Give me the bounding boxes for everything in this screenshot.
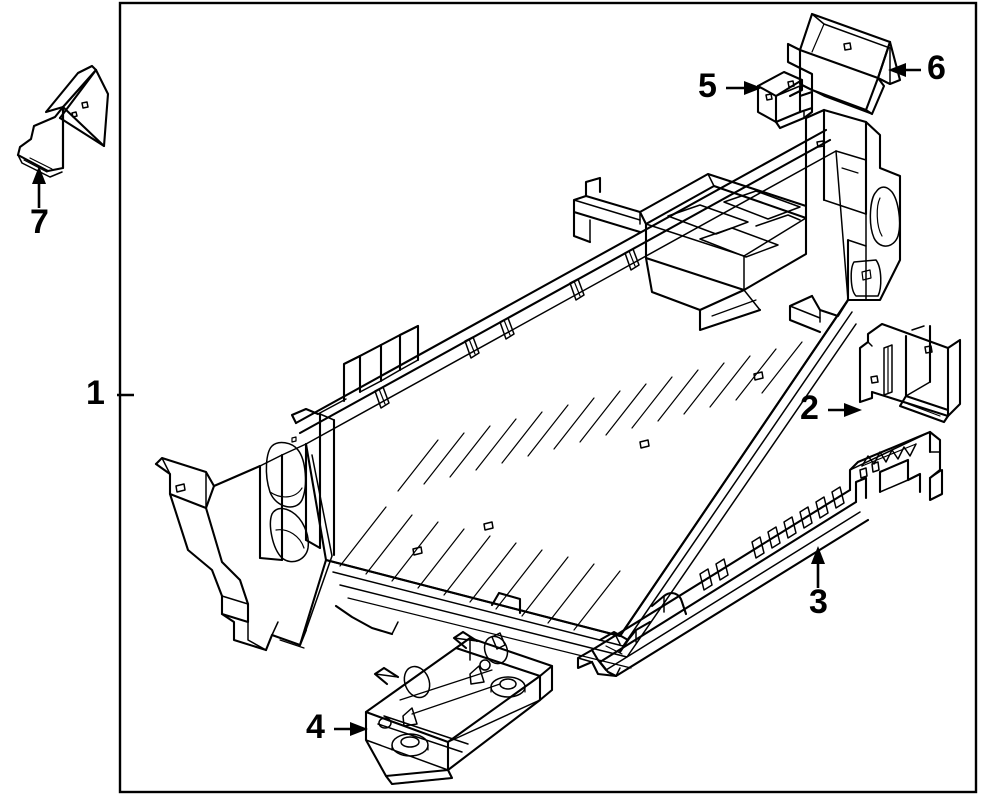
callout-4-group: 4 <box>306 708 368 746</box>
part-4-boss-1 <box>391 733 429 757</box>
part-2-reinforcement-panel <box>858 322 962 424</box>
part-5-mounting-bracket <box>756 70 814 130</box>
callout-5-number: 5 <box>698 67 717 105</box>
part-7-gusset-bracket <box>16 64 110 178</box>
callout-6-number: 6 <box>927 49 946 87</box>
callout-2-group: 2 <box>800 389 862 427</box>
diagram-border-frame <box>118 1 978 794</box>
callout-3-arrowhead <box>811 546 825 564</box>
callout-4-number: 4 <box>306 708 325 746</box>
callout-6-group: 6 <box>888 49 946 87</box>
callout-2-arrowhead <box>844 403 862 417</box>
callout-4-arrowhead <box>350 722 368 736</box>
callout-5-group: 5 <box>698 67 762 105</box>
callout-3-group: 3 <box>809 546 828 621</box>
callout-7-group: 7 <box>30 166 49 241</box>
part-6-channel-brace <box>786 12 902 116</box>
part-4-crossmember <box>364 630 554 786</box>
callout-5-arrowhead <box>744 81 762 95</box>
callout-7-number: 7 <box>30 203 49 241</box>
callout-1-number: 1 <box>86 374 105 412</box>
callout-7-arrowhead <box>32 166 46 184</box>
part-4-boss-2 <box>490 676 526 698</box>
callout-2-number: 2 <box>800 389 819 427</box>
callout-3-number: 3 <box>809 583 828 621</box>
part-3-rocker-sill-reinforcement <box>576 430 944 678</box>
callout-1-group: 1 <box>86 374 134 412</box>
part-1-floor-pan-assembly <box>154 108 902 669</box>
callout-6-arrowhead <box>888 63 906 77</box>
